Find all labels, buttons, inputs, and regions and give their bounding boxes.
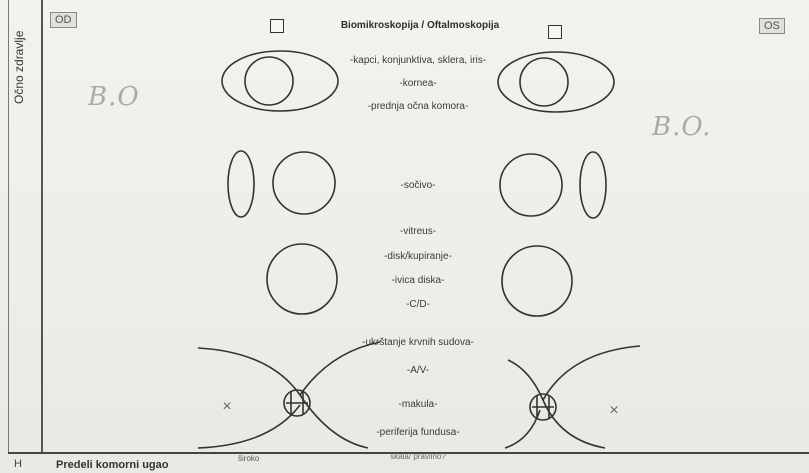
os-lens-side (580, 152, 606, 218)
os-optic-disc (502, 246, 572, 316)
os-handwritten-note: B.O. (652, 112, 711, 142)
os-vessel-lower-left (505, 410, 540, 448)
od-optic-disc (267, 244, 337, 314)
label-cut-off: skala/ pravilno? (390, 452, 446, 461)
label-cd: -C/D- (406, 299, 430, 310)
od-vessel-upper-right (300, 342, 380, 395)
label-kapci: -kapci, konjunktiva, sklera, iris- (350, 55, 486, 66)
os-vessel-upper-right (543, 346, 640, 400)
od-iris-circle (245, 57, 293, 105)
od-lens-front (273, 152, 335, 214)
label-komora: -prednja očna komora- (368, 101, 469, 112)
os-lens-front (500, 154, 562, 216)
od-handwritten-note: B.O (88, 82, 140, 112)
od-x-mark: × (222, 398, 231, 416)
footer-small-note: široko (238, 454, 259, 463)
os-iris-circle (520, 58, 568, 106)
label-kornea: -kornea- (399, 78, 436, 89)
label-makula: -makula- (399, 399, 438, 410)
label-av: -A/V- (407, 365, 429, 376)
label-vitreus: -vitreus- (400, 226, 436, 237)
os-x-mark: × (609, 402, 618, 420)
label-periferija: -periferija fundusa- (376, 427, 459, 438)
od-vessel-lower-left (198, 405, 300, 448)
label-ukrstanje: -ukrštanje krvnih sudova- (362, 337, 474, 348)
footer-section-title: Predeli komorni ugao (56, 459, 168, 471)
od-lens-side (228, 151, 254, 217)
os-vessel-lower-right (508, 360, 605, 448)
label-socivo: -sočivo- (400, 180, 435, 191)
label-ivica: -ivica diska- (392, 275, 445, 286)
label-disk: -disk/kupiranje- (384, 251, 452, 262)
